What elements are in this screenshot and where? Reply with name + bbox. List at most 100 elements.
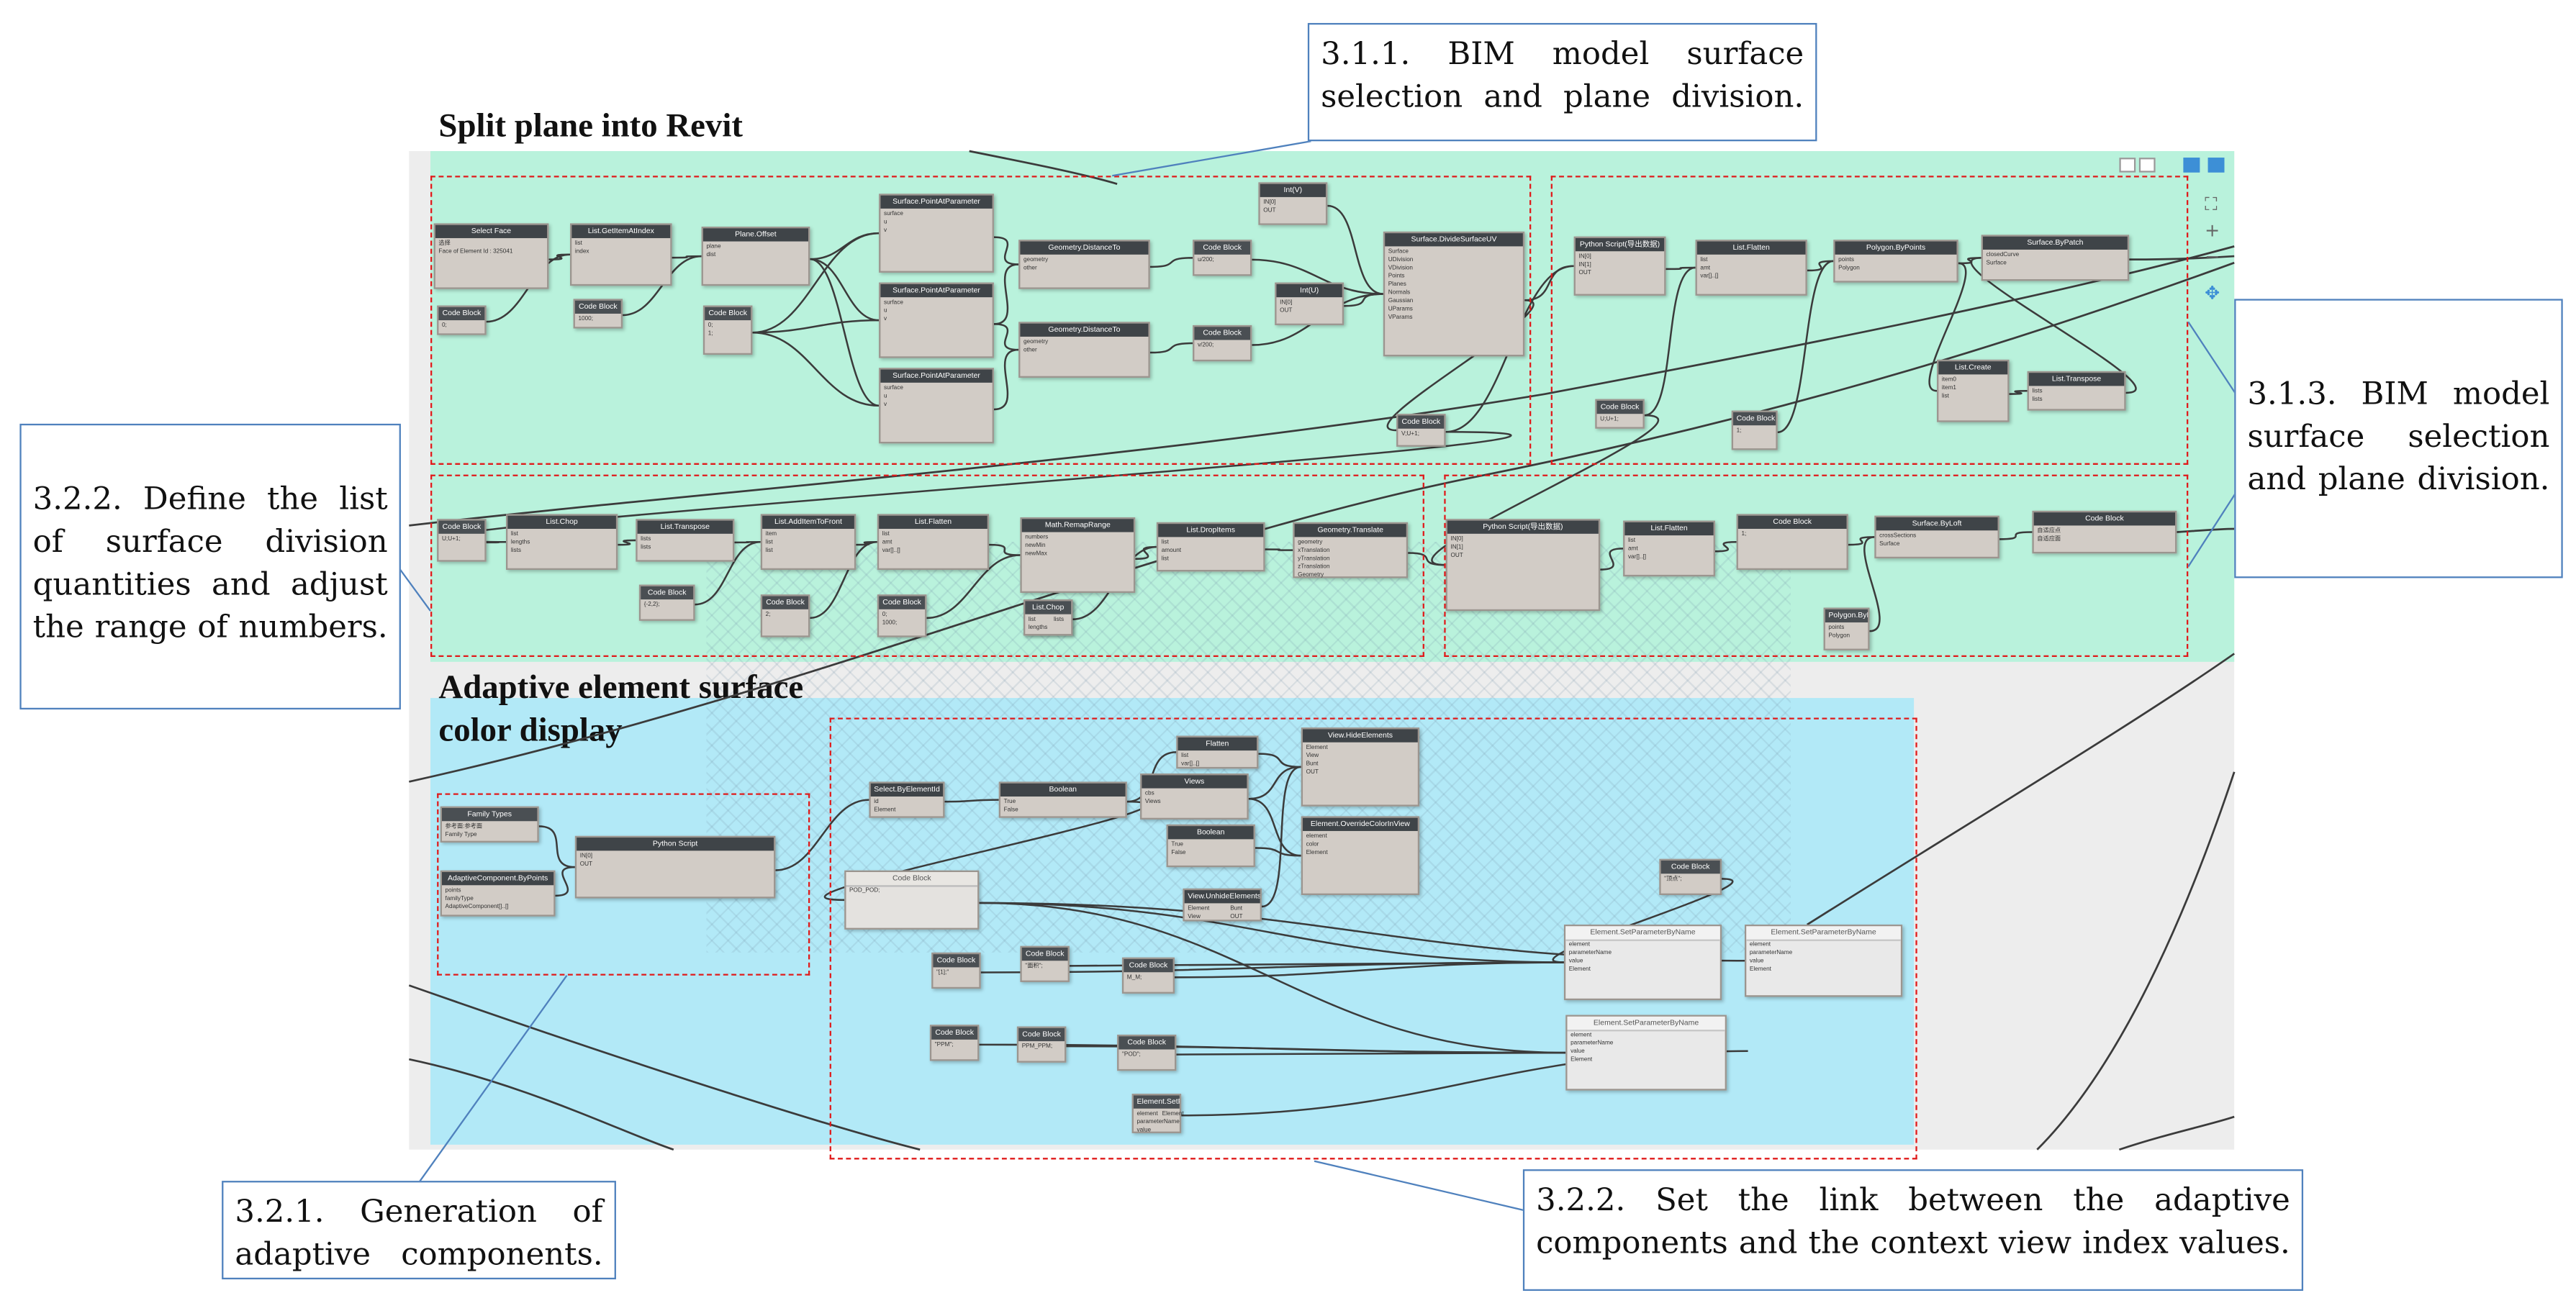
fit-view-icon[interactable]: ⛶ — [2205, 194, 2218, 216]
node-port-label: list — [510, 530, 518, 537]
node-port-label: var[]..[] — [882, 547, 900, 554]
node-title: Code Block — [438, 307, 485, 321]
node-code-block[interactable]: Code Block"顶点"; — [1659, 858, 1722, 895]
wire — [408, 984, 921, 1151]
node-int-v[interactable]: Int(V)IN[0]OUT — [1258, 182, 1328, 225]
node-code-block[interactable]: Code Block"[1];" — [931, 952, 981, 989]
zoom-in-icon[interactable]: + — [2205, 219, 2220, 242]
node-title: Flatten — [1178, 737, 1257, 751]
node-port-label: Geometry — [1298, 571, 1324, 578]
node-port-label: Surface — [1986, 259, 2007, 266]
graph-view-icon[interactable] — [2119, 158, 2136, 173]
node-code-block[interactable]: Code Block"面积"; — [1020, 945, 1070, 982]
node-port-label: list — [1181, 752, 1189, 759]
node-element-setparameterbyname[interactable]: Element.SetParameterByNameelementparamet… — [1131, 1094, 1184, 1133]
view-toggle-controls[interactable] — [2116, 158, 2231, 177]
node-port-label: list — [1627, 537, 1636, 544]
node-port-label: M_M; — [1126, 974, 1142, 981]
node-port-label: surface — [883, 299, 903, 306]
wire — [2009, 389, 2028, 395]
node-title: List.DropItems — [1158, 524, 1264, 537]
pan-icon[interactable]: ✥ — [2205, 282, 2220, 304]
node-title: Code Block — [933, 954, 980, 968]
node-port-label: points — [445, 886, 461, 894]
node-python-script[interactable]: Python Script(导出数据)IN[0]IN[1]OUT — [1445, 519, 1601, 612]
wire — [1863, 536, 1881, 632]
node-title: Code Block — [1018, 1027, 1065, 1042]
node-port-label: lists — [641, 543, 651, 550]
node-port-label: yTranslation — [1298, 555, 1330, 562]
node-python-script[interactable]: Python Script(导出数据)IN[0]IN[1]OUT — [1573, 236, 1666, 296]
node-code-block[interactable]: Code Block"PPM"; — [929, 1025, 980, 1061]
node-port-label: 1; — [708, 330, 713, 337]
background-preview-icon[interactable] — [2138, 158, 2156, 173]
node-port-label: "面积"; — [1025, 962, 1043, 969]
wire — [810, 258, 880, 407]
node-code-block[interactable]: Code Block"POD"; — [1117, 1034, 1177, 1071]
node-port-label: Points — [1388, 272, 1405, 280]
node-int-u[interactable]: Int(U)IN[0]OUT — [1275, 282, 1345, 325]
geometry-view-icon[interactable] — [2207, 158, 2225, 173]
zoom-out-icon[interactable]: − — [2205, 246, 2220, 268]
node-port-label: OUT — [1263, 207, 1276, 214]
graph-view-active-icon[interactable] — [2183, 158, 2200, 173]
node-code-block[interactable]: Code Block{-2,2}; — [638, 584, 695, 621]
node-title: Code Block — [438, 520, 485, 534]
